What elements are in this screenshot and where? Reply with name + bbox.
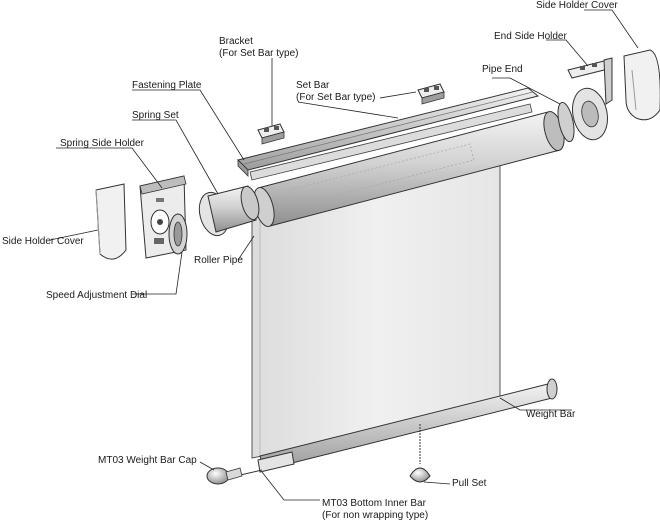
bracket-left: [257, 123, 285, 145]
label-spring-side-holder: Spring Side Holder: [60, 138, 144, 149]
label-mt03-weight-bar-cap: MT03 Weight Bar Cap: [98, 455, 197, 466]
label-pipe-end: Pipe End: [482, 64, 523, 75]
label-bracket: Bracket (For Set Bar type): [219, 36, 299, 59]
bracket-right: [417, 83, 445, 105]
label-pull-set: Pull Set: [452, 478, 487, 489]
label-spring-set: Spring Set: [132, 110, 179, 121]
pipe-end: [557, 87, 608, 143]
label-end-side-holder: End Side Holder: [494, 31, 567, 42]
end-side-holder: [567, 57, 613, 105]
label-side-holder-cover-left: Side Holder Cover: [2, 236, 84, 247]
side-holder-cover-right: [623, 49, 660, 121]
set-bar: [237, 87, 540, 177]
leader-lines: [49, 9, 639, 501]
label-side-holder-cover-right: Side Holder Cover: [536, 0, 618, 11]
weight-bar-cap: [206, 467, 243, 485]
side-holder-cover-left: [95, 183, 127, 260]
label-set-bar: Set Bar (For Set Bar type): [296, 80, 376, 103]
fastening-plate: [249, 103, 533, 181]
label-fastening-plate: Fastening Plate: [132, 80, 202, 91]
label-mt03-bottom-inner-bar: MT03 Bottom Inner Bar (For non wrapping …: [322, 498, 429, 521]
speed-adjustment-dial: [168, 213, 188, 255]
pull-set: [409, 424, 431, 483]
label-roller-pipe: Roller Pipe: [194, 255, 243, 266]
label-speed-adjustment-dial: Speed Adjustment Dial: [46, 290, 148, 301]
spring-set: [198, 185, 260, 237]
label-weight-bar: Weight Bar: [526, 409, 576, 420]
